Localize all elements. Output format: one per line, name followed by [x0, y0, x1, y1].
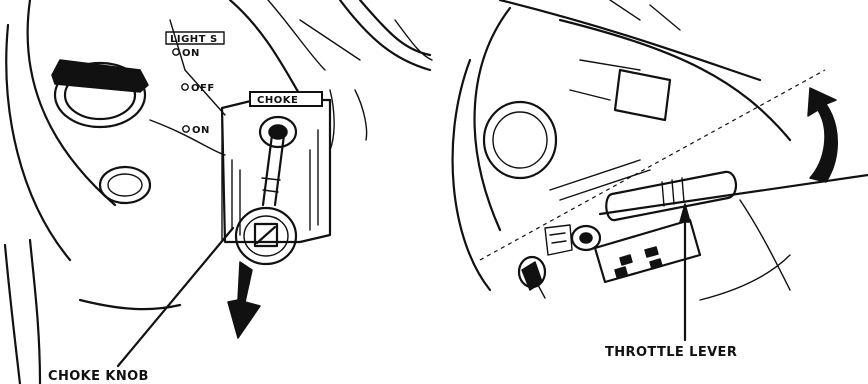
panel-lines: [570, 60, 640, 100]
key-fob: [519, 257, 545, 298]
gauge-face: [493, 112, 547, 168]
light-on-lower-label: ON: [192, 125, 210, 136]
dash-upper-arc: [230, 0, 300, 95]
bracket-left: [5, 245, 20, 384]
choke-knob-leader-line: [118, 228, 233, 366]
right-illustration: THROTTLE LEVER: [453, 0, 868, 360]
wheel-outer-left: [453, 60, 490, 290]
lower-right-curve: [700, 255, 790, 300]
steering-column-arc-2: [360, 0, 430, 55]
lower-knob: [100, 167, 150, 203]
dash-lower-edge: [80, 300, 180, 309]
switch-plate-small: [545, 225, 572, 255]
throttle-direction-arrow: [808, 88, 837, 182]
dash-right-curve-2: [355, 90, 367, 140]
steering-wheel-rim: [560, 20, 790, 140]
key-fob-stem: [538, 285, 545, 298]
light-on-lower-dot: [183, 126, 189, 132]
dash-upper-arc-2: [268, 0, 325, 70]
light-switch-label: LIGHT S: [170, 34, 218, 45]
choke-knob-caption: CHOKE KNOB: [48, 369, 149, 384]
lever-pivot-hub: [580, 233, 592, 243]
light-on-upper-dot: [173, 49, 179, 55]
light-switch-labels: LIGHT S ON OFF ON: [166, 32, 224, 136]
choke-assembly: CHOKE: [222, 92, 330, 338]
switch-plate-marks: [550, 233, 566, 243]
cowl-inner-curve: [475, 8, 510, 230]
light-off-label: OFF: [191, 83, 215, 94]
choke-plate: [222, 100, 330, 242]
dash-outer-curve: [28, 0, 115, 205]
light-off-dot: [182, 84, 188, 90]
dash-detail-line: [300, 20, 360, 60]
steering-column-arc: [340, 0, 430, 70]
bracket-right: [30, 240, 40, 384]
choke-plate-label: CHOKE: [257, 95, 298, 106]
ignition-switch: [52, 60, 148, 127]
lever-housing-edge: [740, 200, 790, 290]
light-on-upper-label: ON: [182, 48, 200, 59]
throttle-lever-caption: THROTTLE LEVER: [605, 345, 737, 360]
lower-knob-inner: [108, 174, 142, 196]
left-illustration: LIGHT S ON OFF ON CHOKE: [5, 0, 432, 384]
cowl-details: [610, 0, 680, 30]
choke-knob-symbol-slash: [257, 227, 275, 243]
gauge-bezel: [484, 102, 556, 178]
dash-ledge: [150, 120, 225, 155]
choke-pull-arrow: [228, 262, 260, 338]
instrument-window: [615, 70, 670, 120]
gauge: [484, 102, 556, 178]
